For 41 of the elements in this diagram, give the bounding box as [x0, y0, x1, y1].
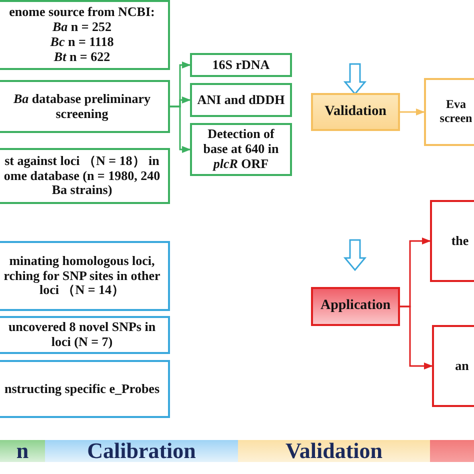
box-text: Validation: [324, 104, 386, 120]
process-box: [432, 325, 474, 407]
box-text: minating homologous loci, rching for SNP sites in other loci （N = 14）: [2, 254, 162, 298]
connector-arrow: [400, 306, 433, 370]
phase-label: Validation: [285, 438, 382, 464]
phase-band: [45, 440, 238, 462]
process-box: [430, 200, 474, 282]
process-box: [0, 241, 170, 311]
process-box: [0, 0, 170, 70]
phase-band: [238, 440, 430, 462]
process-box: [190, 123, 292, 176]
box-text: enome source from NCBI:: [9, 5, 155, 20]
box-text: an: [455, 358, 469, 374]
box-text: uncovered 8 novel SNPs in loci (N = 7): [7, 320, 157, 350]
box-text: Bt n = 622: [54, 50, 110, 65]
box-text: 16S rDNA: [212, 58, 270, 72]
box-text: Ba database preliminary screening: [12, 92, 152, 122]
box-text: Eva screen: [438, 98, 474, 126]
phase-band: [0, 440, 45, 462]
box-text: Ba n = 252: [52, 20, 112, 35]
phase-label: Calibration: [87, 438, 196, 464]
box-text: nstructing specific e_Probes: [4, 382, 160, 396]
process-box: [0, 148, 170, 204]
stage-box: [311, 287, 400, 326]
connector-arrow: [400, 108, 425, 116]
box-text: st against loci （N = 18） in ome database (n = 1980, 240 Ba strains): [2, 154, 162, 198]
box-text: the: [451, 234, 469, 248]
stage-box: [311, 93, 400, 131]
process-box: [0, 360, 170, 418]
process-box: [190, 53, 292, 77]
process-box: [0, 316, 170, 354]
phase-label: n: [16, 438, 29, 464]
box-text: Application: [320, 298, 390, 315]
process-box: [424, 78, 474, 146]
box-text: ANI and dDDH: [197, 92, 285, 108]
box-text: Bc n = 1118: [50, 35, 114, 50]
box-text: Detection of base at 640 in plcR ORF: [202, 127, 280, 172]
phase-band: [430, 440, 474, 462]
connector-arrow: [170, 106, 191, 154]
process-box: [0, 80, 170, 133]
process-box: [190, 83, 292, 117]
